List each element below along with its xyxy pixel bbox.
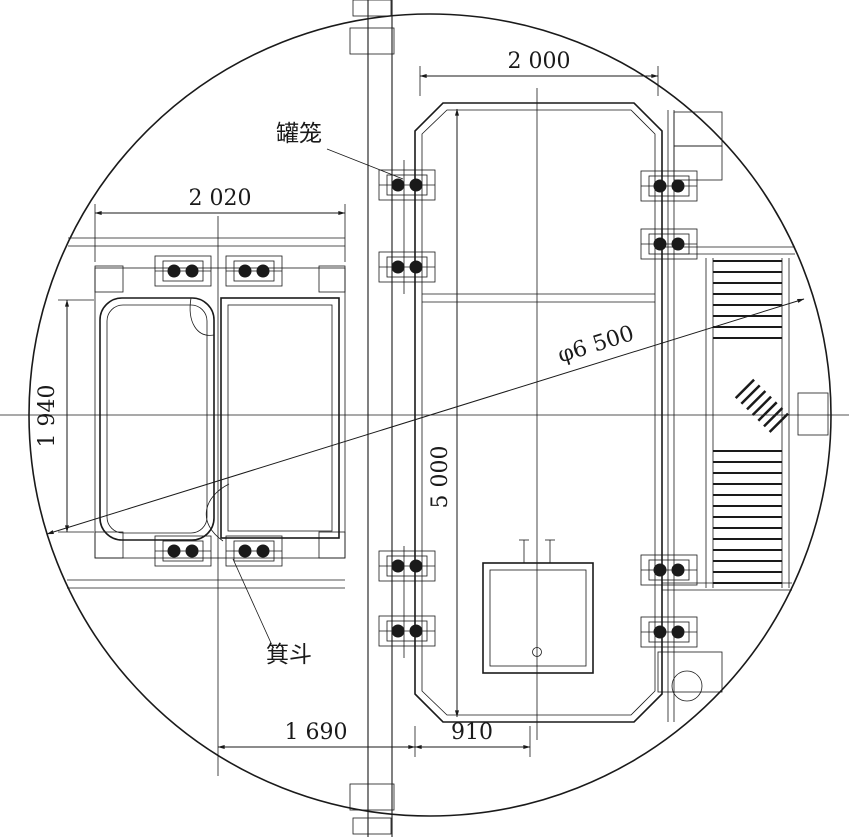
dim-label-1690: 1 690 — [285, 720, 348, 745]
dim-label-cage-length: 5 000 — [428, 446, 453, 509]
guide-roller — [640, 616, 698, 648]
cage-structure — [403, 102, 663, 723]
cage-leader-line — [326, 148, 404, 180]
dim-label-skip-height: 1 940 — [35, 385, 60, 448]
dim-label-910: 910 — [451, 720, 493, 745]
hatch-mark — [734, 378, 790, 434]
dimension-shaft-diameter: φ6 500 — [46, 298, 805, 535]
guide-roller — [378, 550, 436, 582]
skip-structure — [94, 265, 346, 559]
dim-label-skip-frame-width: 2 020 — [189, 186, 252, 211]
counterweight-box — [482, 539, 594, 674]
skip-leader-line — [232, 558, 272, 644]
guide-roller-assemblies — [154, 169, 698, 648]
dimension-cage-wall-to-shaft-center: 910 — [414, 720, 531, 757]
callouts: 罐笼 箕斗 — [232, 121, 404, 668]
dimension-skip-height: 1 940 — [35, 299, 94, 533]
guide-roller — [640, 554, 698, 586]
dim-label-cage-width: 2 000 — [508, 49, 571, 74]
dim-label-shaft-diameter: φ6 500 — [555, 321, 637, 368]
guide-roller — [378, 615, 436, 647]
guide-roller — [640, 228, 698, 260]
guide-roller — [225, 255, 283, 287]
dimension-skip-frame-width: 2 020 — [94, 186, 346, 262]
skip-label: 箕斗 — [266, 642, 312, 668]
dimensions: 2 000 2 020 1 940 φ6 500 5 000 1 690 — [35, 49, 805, 757]
bunton-beams — [67, 0, 395, 835]
dimension-cage-width: 2 000 — [419, 49, 659, 96]
guide-roller — [154, 255, 212, 287]
guide-roller — [378, 251, 436, 283]
dimension-skip-center-to-cage-wall: 1 690 — [217, 720, 416, 757]
guide-roller — [378, 169, 436, 201]
dimension-cage-length: 5 000 — [428, 108, 460, 718]
cage-label: 罐笼 — [276, 121, 322, 147]
guide-roller — [640, 170, 698, 202]
